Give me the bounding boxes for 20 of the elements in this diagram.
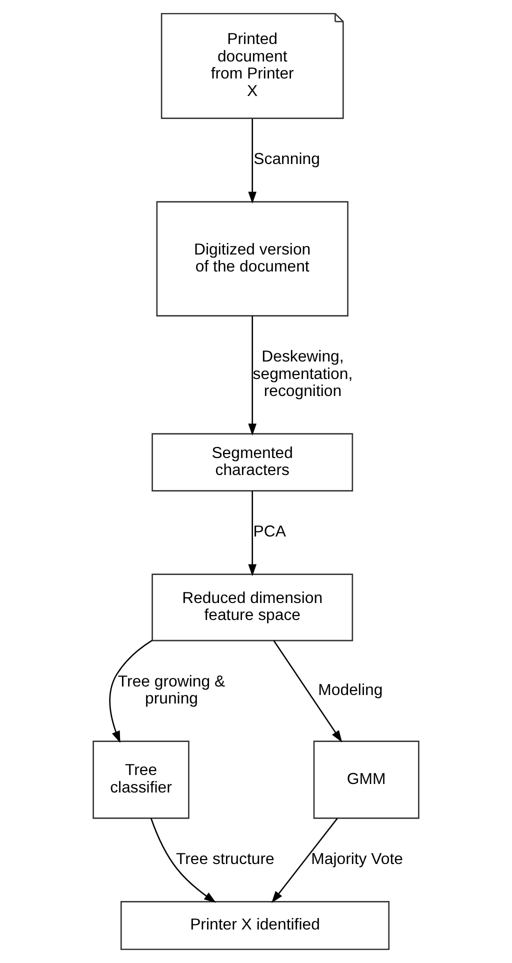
arrow <box>248 316 257 436</box>
edge-label: Majority Vote <box>311 851 403 868</box>
edge-label: Tree structure <box>176 851 274 868</box>
edge-label: Scanning <box>254 151 320 168</box>
arrow <box>248 118 257 204</box>
edge-label: Deskewing, segmentation, recognition <box>252 348 353 400</box>
edge-label: Tree growing & pruning <box>118 673 226 708</box>
node-box: Reduced dimension feature space <box>152 574 354 642</box>
node-box: Segmented characters <box>152 433 354 492</box>
edge-label: PCA <box>253 524 286 541</box>
node-box: Printer X identified <box>120 901 390 950</box>
arrow <box>150 818 216 903</box>
node-box: Digitized version of the document <box>156 201 348 316</box>
arrow <box>109 640 153 744</box>
arrow <box>271 818 338 904</box>
edge-label: Modeling <box>318 682 383 700</box>
arrow <box>273 640 342 742</box>
node-box: GMM <box>313 740 420 819</box>
arrow <box>248 491 257 576</box>
node-box: Tree classifier <box>92 740 190 819</box>
